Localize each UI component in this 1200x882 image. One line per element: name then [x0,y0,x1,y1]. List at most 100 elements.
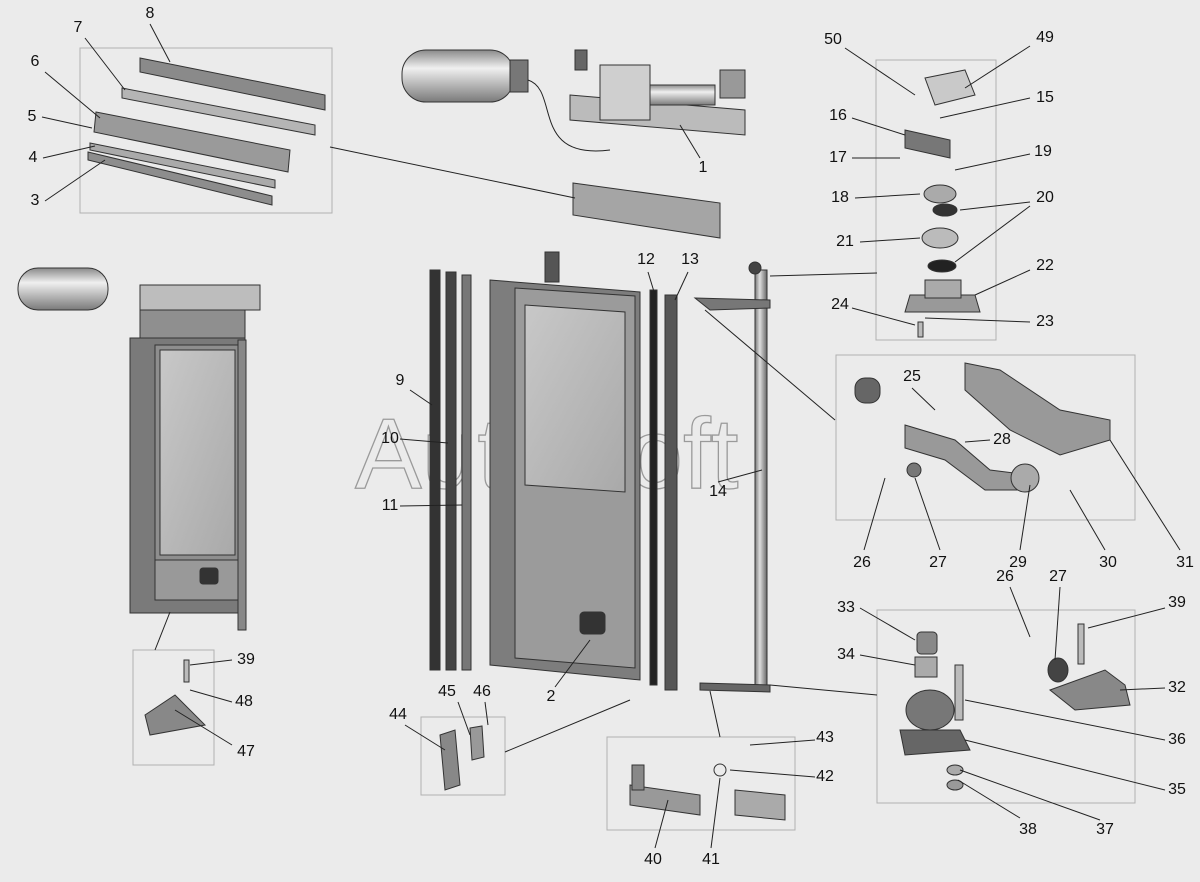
leader-line [329,146,576,199]
callout-label: 25 [903,368,921,385]
leader-line [717,469,763,483]
leader-line [964,45,1031,89]
callout-label: 10 [381,430,399,447]
leader-line [710,777,721,849]
callout-label: 18 [831,189,849,206]
callout-label: 40 [644,851,662,868]
leader-lines [41,23,1181,849]
leader-line [654,799,669,849]
callout-label: 3 [31,192,40,209]
callout-label: 9 [396,372,405,389]
callout-label: 48 [235,693,253,710]
leader-line [44,71,101,119]
leader-line [851,117,906,136]
callout-label: 7 [74,19,83,36]
callout-label: 27 [1049,568,1067,585]
callout-label: 26 [853,554,871,571]
leader-line [851,307,916,326]
leader-line [859,654,916,666]
callout-label: 11 [382,497,399,514]
callout-label: 45 [438,683,456,700]
leader-line [457,701,471,736]
callout-label: 47 [237,743,255,760]
leader-line [769,272,878,277]
callout-label: 31 [1176,554,1194,571]
group-box-stop [132,649,215,766]
leader-line [964,739,1166,791]
door-edge-seals [429,269,678,691]
callout-label: 46 [473,683,491,700]
callout-label: 33 [837,599,855,616]
leader-line [954,153,1031,171]
callout-label: 5 [28,108,37,125]
leader-line [679,124,701,159]
group-box-bracket [420,716,506,796]
leader-line [189,689,233,703]
door-shaft [693,261,771,693]
callout-label: 41 [702,851,720,868]
callout-label: 6 [31,53,40,70]
leader-line [404,724,446,751]
callout-label: 15 [1036,89,1054,106]
leader-line [409,389,433,406]
callout-label: 1 [699,159,708,176]
leader-line [647,271,656,296]
door-leaf [489,251,641,681]
callout-label: 19 [1034,143,1052,160]
callout-label: 44 [389,706,407,723]
callout-label: 49 [1036,29,1054,46]
leader-line [149,23,171,63]
leader-line [924,317,1031,323]
callout-label: 26 [996,568,1014,585]
callout-label: 20 [1036,189,1054,206]
callout-label: 39 [1168,594,1186,611]
leader-line [964,439,991,443]
bracket-parts [439,725,485,791]
leader-line [1069,489,1106,551]
leader-line [863,477,886,551]
callout-label: 30 [1099,554,1117,571]
callout-label: 21 [836,233,854,250]
leader-line [554,639,591,688]
leader-line [189,659,233,666]
callout-label: 36 [1168,731,1186,748]
group-box-lower-bearing [876,609,1136,804]
callout-label: 2 [547,688,556,705]
leader-line [939,97,1031,119]
callout-label: 39 [237,651,255,668]
leader-line [911,387,936,411]
stop-parts [144,659,207,736]
callout-label: 34 [837,646,855,663]
leader-line [704,309,836,421]
assembled-door [17,267,261,631]
leader-line [957,779,1021,819]
callout-label: 29 [1009,554,1027,571]
leader-line [174,709,233,746]
leader-line [859,607,916,641]
leader-line [769,684,878,696]
leader-line [954,205,1031,263]
callout-label: 42 [816,768,834,785]
cover-panel [572,182,721,239]
leader-line [1009,586,1031,638]
callout-label: 22 [1036,257,1054,274]
arm-parts [854,362,1111,493]
callout-label: 50 [824,31,842,48]
leader-line [709,690,721,738]
leader-line [484,701,489,726]
leader-line [964,699,1166,741]
group-box-arm [835,354,1136,521]
callout-label: 14 [709,483,727,500]
leader-line [399,438,449,444]
leader-line [44,159,106,202]
hinge-parts [629,763,786,821]
leader-line [399,504,463,507]
callout-label: 13 [681,251,699,268]
callout-label: 24 [831,296,849,313]
callout-label: 28 [993,431,1011,448]
callout-label: 17 [829,149,847,166]
leader-line [844,47,916,96]
leader-line [859,237,921,243]
